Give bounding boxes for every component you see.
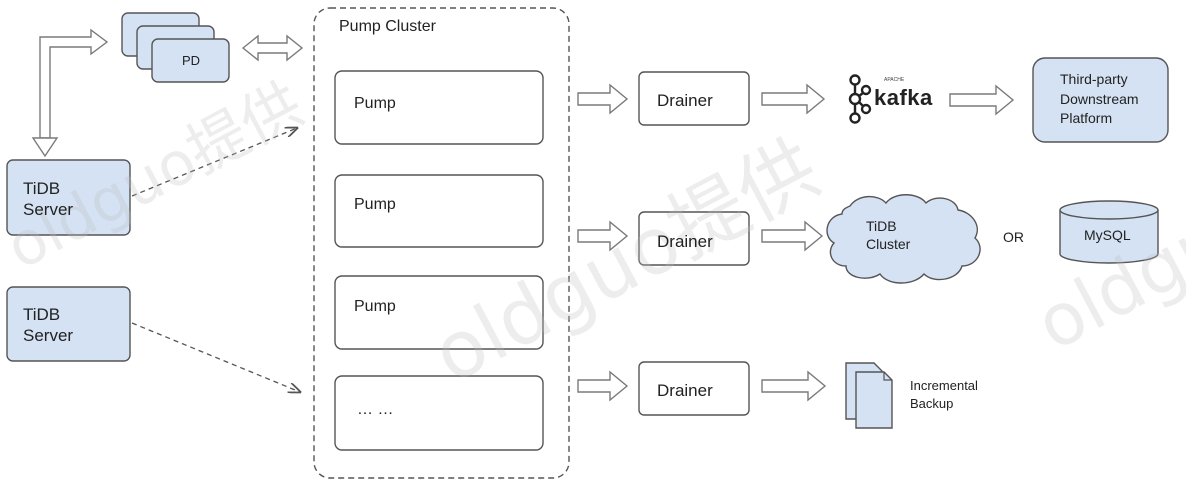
third-party-platform-box bbox=[1032, 57, 1169, 143]
tidb2-to-pump-dashed-arrow bbox=[131, 322, 300, 392]
drainer-label-2: Drainer bbox=[657, 232, 713, 251]
pump-to-drainer-arrow-3 bbox=[577, 370, 629, 402]
kafka-logo-icon bbox=[848, 74, 872, 124]
tidb-server-label-2: TiDB Server bbox=[23, 305, 74, 346]
pump-label-2: Pump bbox=[354, 196, 396, 213]
incremental-backup-label: Incremental Backup bbox=[910, 378, 978, 412]
drainer-to-kafka-arrow bbox=[761, 83, 826, 115]
pump-cluster-title: Pump Cluster bbox=[339, 18, 436, 35]
drainer-box-1 bbox=[638, 71, 750, 126]
drainer-to-tidb-cluster-arrow bbox=[761, 220, 824, 252]
tidb-cluster-label: TiDB Cluster bbox=[866, 218, 911, 252]
tidb-server-box-2 bbox=[6, 286, 131, 362]
kafka-label: kafka bbox=[874, 85, 933, 110]
drainer-label-1: Drainer bbox=[657, 91, 713, 110]
third-party-label: Third-party Downstream Platform bbox=[1060, 71, 1139, 127]
tidb-server-label-1: TiDB Server bbox=[23, 179, 74, 220]
kafka-superscript: APACHE bbox=[884, 77, 905, 83]
or-label: OR bbox=[1003, 229, 1024, 245]
tidb1-to-pump-dashed-arrow bbox=[131, 128, 297, 197]
mysql-label: MySQL bbox=[1084, 227, 1131, 243]
tidb-pd-l-arrow bbox=[31, 28, 109, 158]
pd-box-front bbox=[151, 38, 230, 83]
pump-to-drainer-arrow-2 bbox=[577, 220, 629, 252]
pump-box-4 bbox=[334, 375, 544, 451]
mysql-cylinder-icon bbox=[1059, 200, 1159, 264]
drainer-label-3: Drainer bbox=[657, 381, 713, 400]
document-stack-icon bbox=[845, 362, 893, 429]
drainer-box-2 bbox=[638, 211, 750, 266]
pump-label-4: … … bbox=[357, 401, 394, 418]
pump-box-2 bbox=[334, 174, 544, 248]
pd-label: PD bbox=[181, 52, 201, 68]
pd-pump-double-arrow bbox=[241, 34, 304, 62]
pd-stack bbox=[121, 12, 230, 83]
pump-label-3: Pump bbox=[354, 298, 396, 315]
drainer-to-backup-arrow bbox=[761, 370, 827, 402]
pump-to-drainer-arrow-1 bbox=[577, 83, 629, 115]
tidb-server-box-1 bbox=[6, 159, 131, 236]
tidb-cluster-cloud-icon bbox=[826, 194, 981, 284]
pump-label-1: Pump bbox=[354, 95, 396, 112]
pump-box-3 bbox=[334, 275, 544, 350]
pump-cluster-container bbox=[313, 7, 570, 479]
kafka-to-third-party-arrow bbox=[949, 84, 1015, 116]
pump-box-1 bbox=[334, 70, 544, 145]
drainer-box-3 bbox=[638, 361, 750, 416]
